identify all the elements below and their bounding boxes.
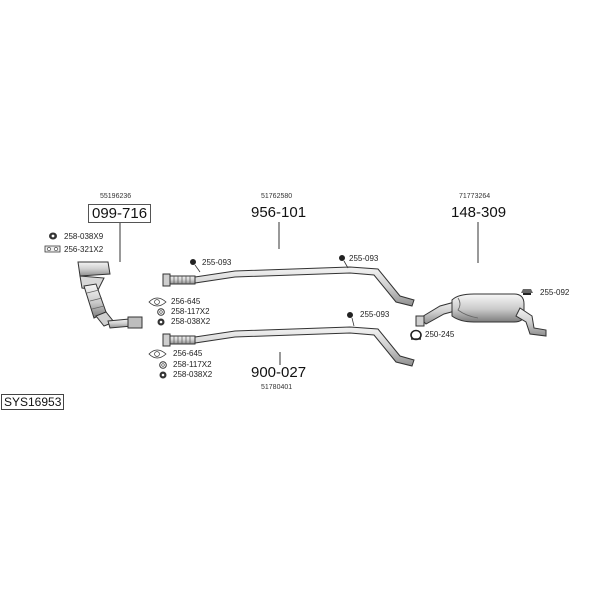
front-part-number[interactable]: 099-716 bbox=[88, 204, 152, 223]
hanger-icon bbox=[339, 255, 345, 261]
hanger-icon bbox=[347, 312, 353, 318]
rear-part-number[interactable]: 148-309 bbox=[451, 204, 507, 221]
rear-oem-number: 71773264 bbox=[459, 193, 491, 200]
clamp-icon bbox=[410, 329, 422, 341]
washer-label[interactable]: 258-117X2 bbox=[171, 307, 210, 316]
front-accessory-label[interactable]: 256-321X2 bbox=[64, 245, 104, 254]
middle-pipe-lower bbox=[162, 326, 415, 367]
middle-accessory-icons-upper bbox=[148, 297, 167, 326]
hanger-label[interactable]: 255-093 bbox=[360, 310, 390, 319]
front-catalyst-assembly bbox=[77, 261, 143, 329]
nut-label[interactable]: 258-038X2 bbox=[173, 370, 213, 379]
nut-label[interactable]: 258-038X2 bbox=[171, 317, 211, 326]
middle-lower-part-number[interactable]: 900-027 bbox=[251, 364, 307, 381]
hanger-icon bbox=[190, 259, 196, 265]
middle-accessory-icons-lower bbox=[148, 349, 167, 379]
leader-lines bbox=[119, 222, 479, 365]
washer-label[interactable]: 258-117X2 bbox=[173, 360, 212, 369]
gasket-label[interactable]: 256-645 bbox=[171, 297, 201, 306]
middle-pipe-upper bbox=[162, 266, 415, 307]
middle-upper-part-number[interactable]: 956-101 bbox=[251, 204, 307, 221]
hanger-icons bbox=[190, 255, 533, 318]
front-oem-number: 55196236 bbox=[100, 193, 132, 200]
front-accessory-icons bbox=[44, 232, 61, 253]
hanger-icon bbox=[521, 289, 533, 293]
hanger-label[interactable]: 255-092 bbox=[540, 288, 570, 297]
rear-muffler-assembly bbox=[415, 293, 547, 337]
front-accessory-label[interactable]: 258-038X9 bbox=[64, 232, 104, 241]
gasket-label[interactable]: 256-645 bbox=[173, 349, 203, 358]
middle-upper-oem-number: 51762580 bbox=[261, 193, 293, 200]
system-code-badge: SYS16953 bbox=[1, 394, 65, 410]
hanger-label[interactable]: 255-093 bbox=[202, 258, 232, 267]
middle-lower-oem-number: 51780401 bbox=[261, 384, 293, 391]
hanger-label[interactable]: 255-093 bbox=[349, 254, 379, 263]
clamp-label[interactable]: 250-245 bbox=[425, 330, 455, 339]
